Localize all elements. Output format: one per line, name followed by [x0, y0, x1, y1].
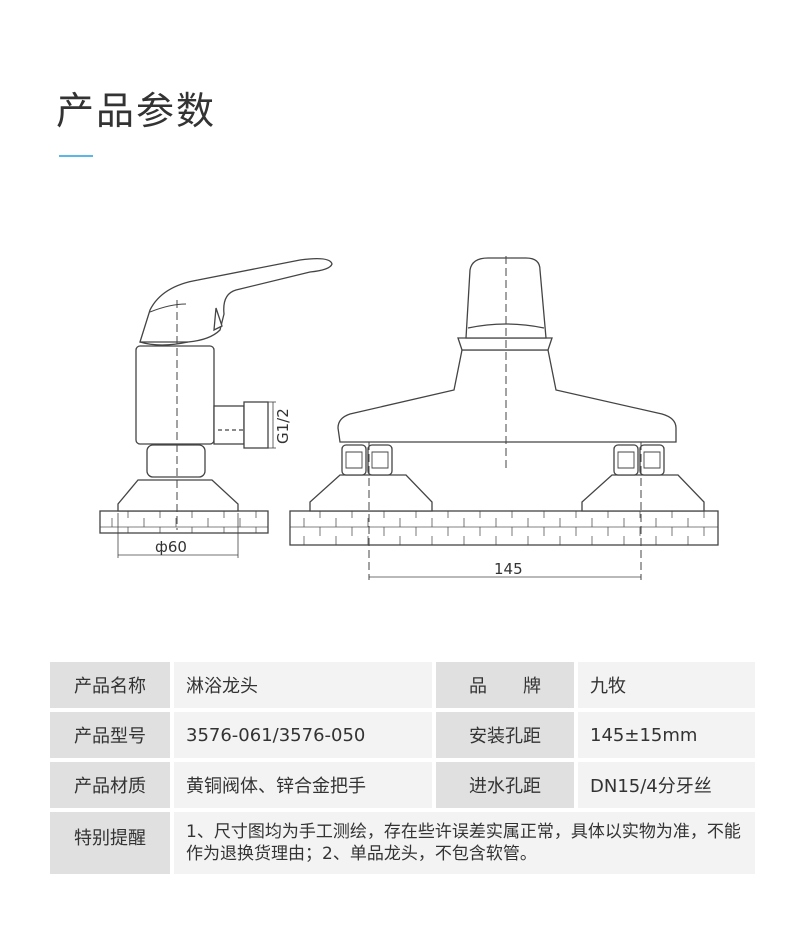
spec-label-hole-spacing: 安装孔距: [436, 712, 578, 762]
faucet-drawing-svg: ф60 G1/2: [99, 256, 719, 580]
spec-value-material: 黄铜阀体、锌合金把手: [174, 762, 436, 812]
spec-label-name: 产品名称: [50, 662, 174, 712]
title-accent-bar: [59, 155, 93, 157]
spec-label-brand: 品 牌: [436, 662, 578, 712]
spec-row: 产品材质 黄铜阀体、锌合金把手 进水孔距 DN15/4分牙丝: [50, 762, 755, 812]
spec-row: 产品名称 淋浴龙头 品 牌 九牧: [50, 662, 755, 712]
front-view: [289, 256, 719, 580]
spec-label-model: 产品型号: [50, 712, 174, 762]
faucet-dimension-drawing: ф60 G1/2: [0, 230, 790, 610]
spec-row: 产品型号 3576-061/3576-050 安装孔距 145±15mm: [50, 712, 755, 762]
spec-value-model: 3576-061/3576-050: [174, 712, 436, 762]
thread-label: G1/2: [274, 408, 292, 444]
diameter-label: ф60: [155, 538, 187, 556]
spec-value-note: 1、尺寸图均为手工测绘，存在些许误差实属正常，具体以实物为准，不能作为退换货理由…: [174, 812, 755, 878]
spacing-label: 145: [494, 560, 523, 578]
spec-value-name: 淋浴龙头: [174, 662, 436, 712]
spec-value-brand: 九牧: [578, 662, 755, 712]
spec-row-note: 特别提醒 1、尺寸图均为手工测绘，存在些许误差实属正常，具体以实物为准，不能作为…: [50, 812, 755, 878]
spec-value-inlet: DN15/4分牙丝: [578, 762, 755, 812]
spec-value-hole-spacing: 145±15mm: [578, 712, 755, 762]
spec-table: 产品名称 淋浴龙头 品 牌 九牧 产品型号 3576-061/3576-050 …: [50, 662, 755, 878]
spec-label-inlet: 进水孔距: [436, 762, 578, 812]
spec-label-material: 产品材质: [50, 762, 174, 812]
side-view: [99, 258, 333, 558]
page-title: 产品参数: [56, 89, 217, 133]
spec-label-note: 特别提醒: [50, 812, 174, 878]
